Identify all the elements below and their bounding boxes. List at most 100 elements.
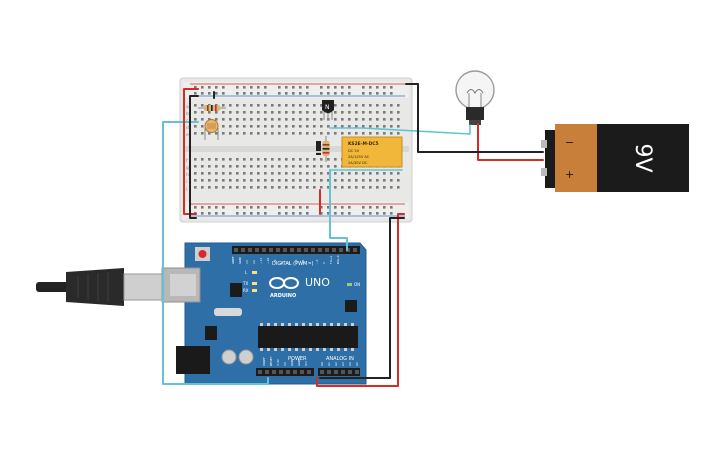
breadboard-hole — [271, 111, 274, 114]
breadboard-hole — [257, 132, 260, 135]
breadboard-hole — [383, 172, 386, 175]
breadboard-hole — [201, 186, 204, 189]
breadboard-hole — [362, 172, 365, 175]
relay[interactable]: KS2E-M-DC5 DC 5V 2A/125V AC 2A/30V DC — [341, 136, 403, 168]
photoresistor[interactable] — [204, 119, 219, 141]
rail-hole — [306, 86, 309, 89]
breadboard-hole — [334, 132, 337, 135]
light-bulb[interactable] — [455, 70, 495, 125]
breadboard-hole — [285, 172, 288, 175]
breadboard-hole — [320, 132, 323, 135]
breadboard-hole — [376, 104, 379, 107]
breadboard-hole — [369, 125, 372, 128]
rail-hole — [348, 86, 351, 89]
reset-button-cap[interactable] — [198, 250, 207, 258]
breadboard-hole — [201, 132, 204, 135]
rail-hole — [327, 212, 330, 215]
rail-hole — [334, 212, 337, 215]
breadboard-hole — [271, 125, 274, 128]
breadboard-hole — [348, 118, 351, 121]
wire-teal-relay-to-bulb[interactable] — [329, 124, 471, 135]
breadboard-hole — [355, 125, 358, 128]
breadboard-hole — [201, 158, 204, 161]
breadboard-hole — [299, 118, 302, 121]
rail-hole — [306, 212, 309, 215]
wire-red-5v[interactable] — [316, 213, 405, 387]
usb-chip — [230, 283, 242, 297]
breadboard-hole — [341, 186, 344, 189]
breadboard-hole — [194, 111, 197, 114]
breadboard-hole — [355, 111, 358, 114]
resistor-1[interactable] — [198, 105, 226, 111]
breadboard-hole — [222, 132, 225, 135]
breadboard-hole — [257, 186, 260, 189]
rail-hole — [341, 92, 344, 95]
breadboard-hole — [264, 158, 267, 161]
chip-pin — [309, 348, 312, 351]
digital-pin-hole — [262, 248, 266, 252]
breadboard-hole — [313, 158, 316, 161]
breadboard-hole — [201, 125, 204, 128]
breadboard-hole — [306, 111, 309, 114]
breadboard-hole — [299, 111, 302, 114]
breadboard-hole — [362, 118, 365, 121]
breadboard-hole — [292, 165, 295, 168]
analog-pin-hole — [320, 370, 324, 374]
usb-cable[interactable] — [36, 268, 163, 306]
digital-pin-hole — [269, 248, 273, 252]
wire-teal-digital-pin[interactable] — [329, 169, 348, 251]
arduino-uno-board[interactable]: DIGITAL (PWM~) UNO ARDUINO L TX RX ON PO… — [161, 242, 367, 385]
breadboard-hole — [320, 158, 323, 161]
rail-hole — [327, 92, 330, 95]
breadboard-hole — [327, 125, 330, 128]
rail-hole — [285, 86, 288, 89]
pin-label: ~3 — [315, 259, 319, 264]
breadboard-hole — [383, 118, 386, 121]
breadboard-hole — [383, 125, 386, 128]
battery-voltage-label: 9V — [630, 143, 655, 172]
rail-hole — [257, 212, 260, 215]
breadboard-hole — [313, 111, 316, 114]
rail-hole — [208, 206, 211, 209]
rail-hole — [362, 206, 365, 209]
battery-9v[interactable]: − + 9V — [541, 124, 689, 192]
analog-header-label: ANALOG IN — [326, 356, 354, 362]
breadboard-hole — [390, 111, 393, 114]
rail-hole — [222, 92, 225, 95]
breadboard-hole — [306, 104, 309, 107]
power-pin-hole — [307, 370, 311, 374]
rail-hole — [334, 92, 337, 95]
transistor-npn[interactable]: N — [322, 100, 334, 120]
breadboard-hole — [362, 179, 365, 182]
diode[interactable] — [316, 141, 321, 155]
rail-hole — [376, 206, 379, 209]
rail-hole — [362, 92, 365, 95]
rail-hole — [194, 92, 197, 95]
rail-hole — [369, 206, 372, 209]
resistor-2[interactable] — [322, 136, 330, 162]
rail-hole — [257, 206, 260, 209]
rail-hole — [299, 206, 302, 209]
rail-hole — [334, 86, 337, 89]
breadboard-hole — [278, 132, 281, 135]
wire-teal-sensor-to-arduino[interactable] — [162, 121, 269, 385]
wire-black-rail-left[interactable] — [189, 95, 199, 219]
breadboard-hole — [306, 186, 309, 189]
rail-hole — [383, 212, 386, 215]
breadboard-hole — [229, 158, 232, 161]
board-brand-label: ARDUINO — [270, 293, 296, 299]
breadboard-hole — [390, 179, 393, 182]
wire-red-battery-plus[interactable] — [477, 123, 544, 161]
power-pin-hole — [272, 370, 276, 374]
breadboard-hole — [194, 165, 197, 168]
pin-label: 5V — [283, 361, 287, 366]
rail-hole — [194, 206, 197, 209]
wire-black-gnd[interactable] — [319, 217, 405, 379]
analog-pin-hole — [348, 370, 352, 374]
breadboard-hole — [299, 158, 302, 161]
bottom-power-rail — [183, 202, 409, 218]
digital-pin-hole — [276, 248, 280, 252]
rail-hole — [383, 92, 386, 95]
wire-black-battery-minus[interactable] — [405, 83, 544, 153]
rail-hole — [306, 206, 309, 209]
